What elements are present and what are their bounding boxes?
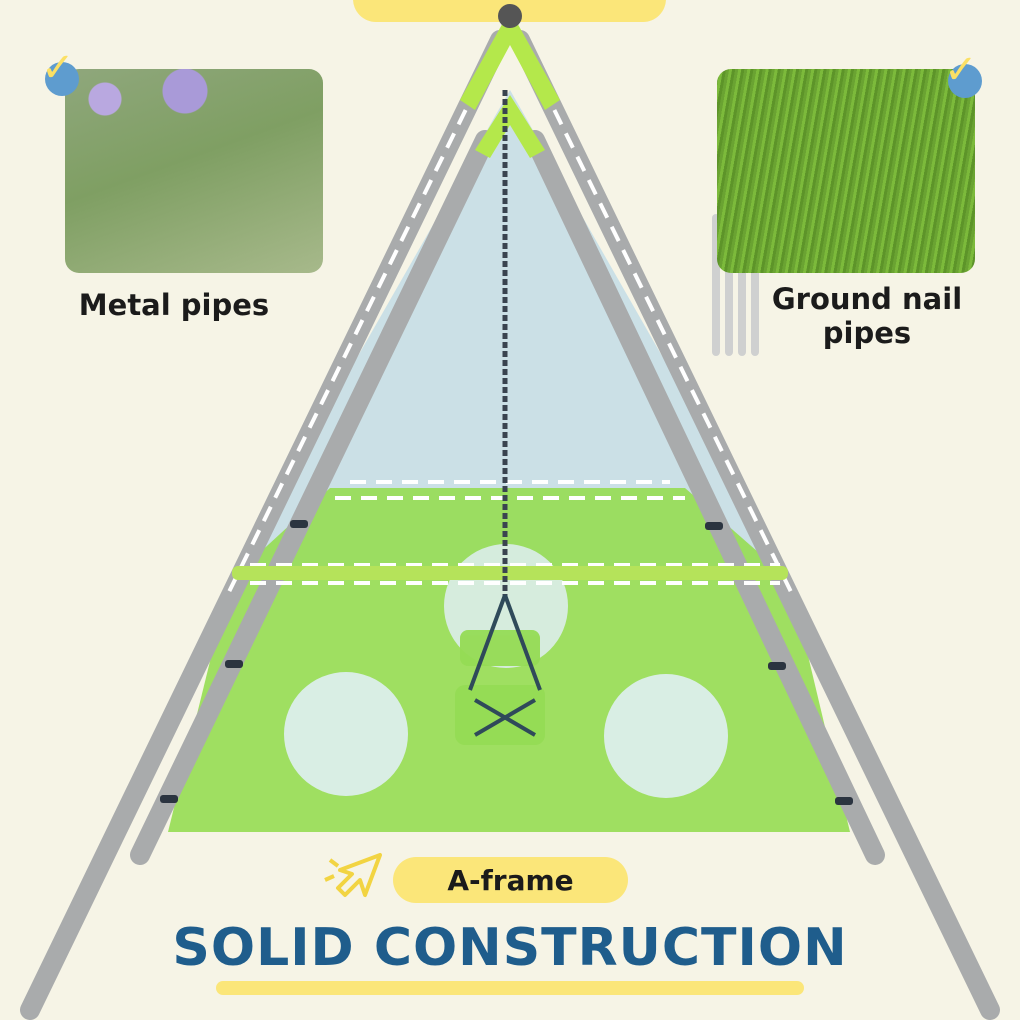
top-bolt: [498, 4, 522, 28]
top-connector-lower: [475, 95, 545, 158]
leg-clamps: [160, 520, 853, 805]
metal-pipes-label: Metal pipes: [78, 288, 270, 322]
ground-nail-pipes-label: Ground nail pipes: [758, 282, 976, 350]
aframe-tag-label: A-frame: [447, 863, 574, 897]
headline: SOLID CONSTRUCTION: [172, 918, 848, 978]
headline-underline: [216, 981, 804, 995]
glass-panel: [230, 90, 790, 580]
ground-nail-photo: [717, 69, 975, 273]
swing-ropes: [468, 594, 542, 737]
check-icon: ✓: [944, 50, 982, 98]
aframe-tag: A-frame: [393, 857, 628, 903]
frame-legs: [20, 30, 1000, 1020]
top-connector: [460, 10, 560, 110]
net-hole: [604, 674, 728, 798]
highlight-dashes: [223, 39, 797, 601]
cursor-arrow-icon: [324, 853, 382, 897]
ground-nail-label-line1: Ground nail: [771, 282, 963, 316]
check-icon: ✓: [41, 48, 79, 96]
crossbar: [232, 566, 788, 580]
ground-nail-label-line2: pipes: [822, 316, 912, 350]
swing-seat: [455, 630, 545, 745]
metal-pipes-photo: [65, 69, 323, 273]
net-hole: [284, 672, 408, 796]
